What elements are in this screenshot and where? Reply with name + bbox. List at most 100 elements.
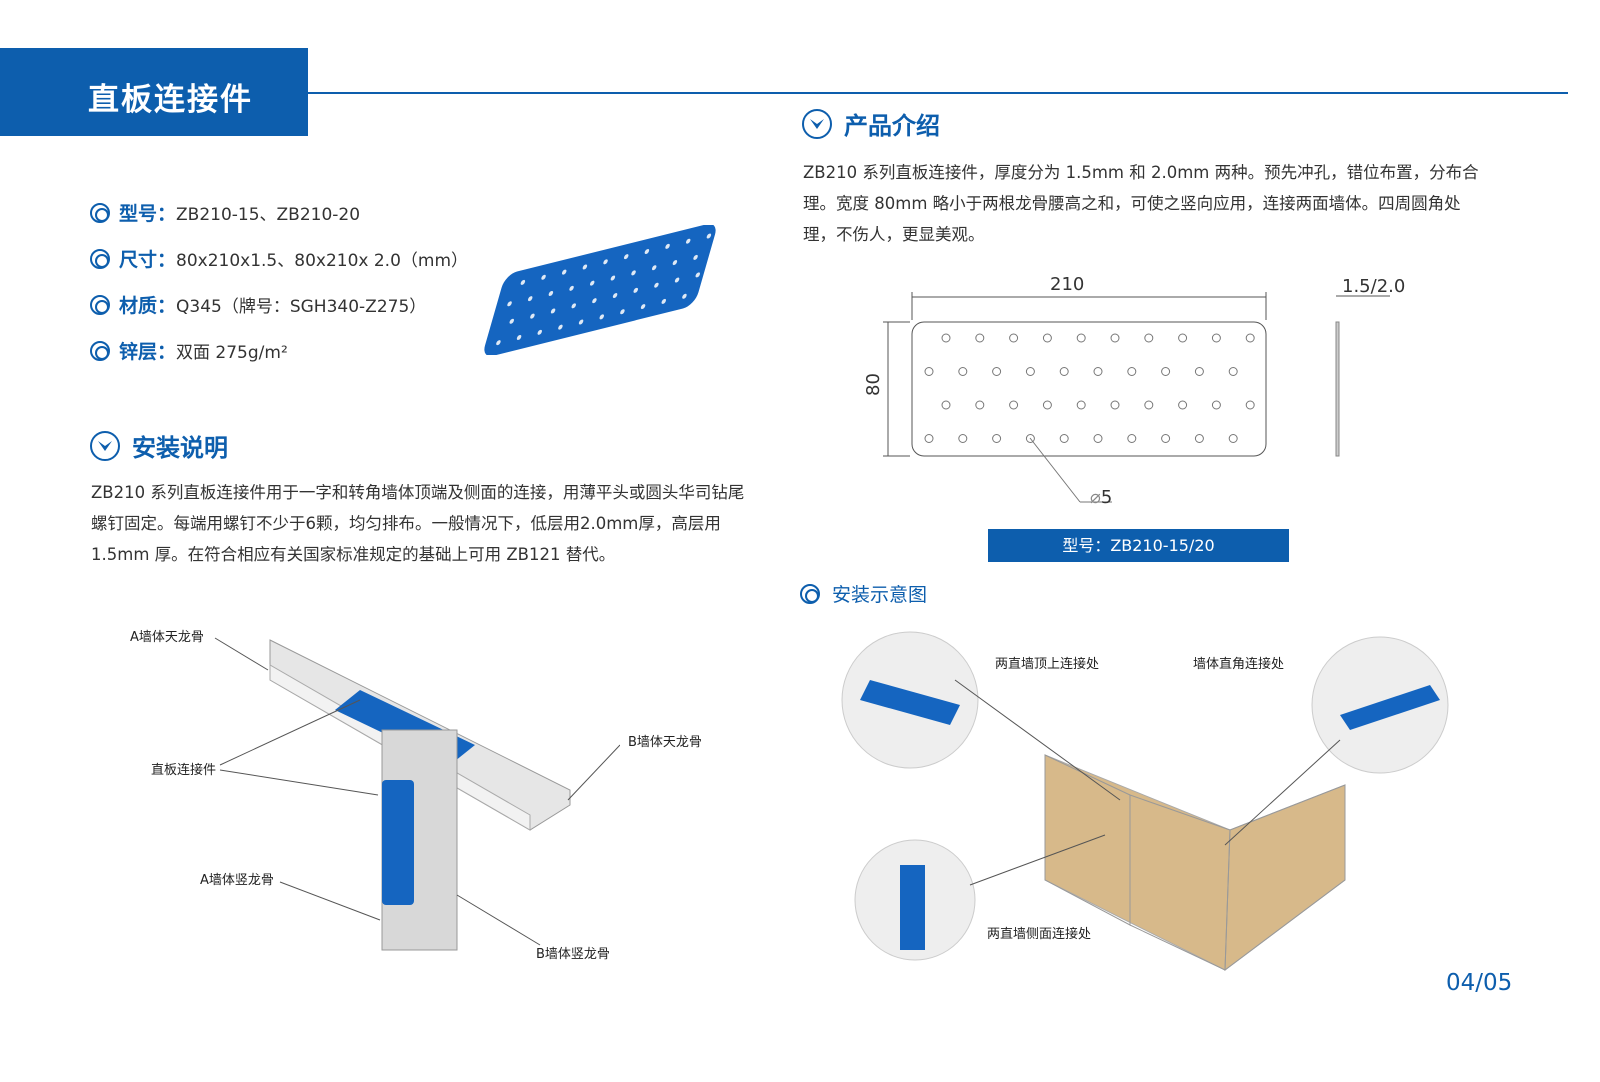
hole (1178, 333, 1188, 343)
intro-text: ZB210 系列直板连接件，厚度分为 1.5mm 和 2.0mm 两种。预先冲孔… (803, 163, 1479, 244)
label-a-top-track: A墙体天龙骨 (130, 630, 204, 645)
schematic-heading: 安装示意图 (800, 580, 927, 607)
hole (516, 334, 522, 340)
hole (1076, 400, 1086, 410)
thickness-dimension: 1.5/2.0 (1342, 276, 1406, 297)
hole (1194, 367, 1204, 376)
label-side-joint: 两直墙侧面连接处 (987, 927, 1092, 942)
hole (558, 324, 563, 330)
hole (612, 293, 618, 299)
hole (1025, 367, 1035, 376)
model-bar: 型号：ZB210-15/20 (988, 529, 1289, 562)
spec-value: 80x210x1.5、80x210x 2.0（mm） (176, 251, 469, 271)
hole (1245, 400, 1255, 410)
spec-key: 尺寸： (119, 249, 177, 271)
hole (682, 293, 687, 299)
hole (1110, 333, 1120, 343)
hole (507, 301, 512, 307)
hole (571, 303, 576, 309)
hole (685, 238, 691, 244)
hole (582, 264, 588, 270)
page-number: 04/05 (1446, 970, 1513, 996)
page-title: 直板连接件 (0, 48, 308, 136)
plate-image (484, 225, 716, 355)
hole (496, 340, 501, 346)
hole (706, 233, 712, 239)
hole (924, 367, 934, 376)
hole (561, 269, 567, 275)
hole (509, 318, 514, 324)
hole (640, 304, 646, 310)
hole (1228, 434, 1238, 443)
hole (1211, 333, 1221, 343)
hole-value: 5 (1100, 487, 1113, 508)
label-connector: 直板连接件 (151, 763, 217, 778)
spec-key: 锌层： (119, 341, 177, 363)
hole (1228, 367, 1238, 376)
hole (941, 333, 951, 343)
hole (620, 309, 625, 315)
hole (541, 274, 546, 280)
hole (1025, 434, 1035, 443)
spec-value: ZB210-15、ZB210-20 (176, 205, 361, 225)
hole (695, 272, 701, 278)
hole (1059, 434, 1069, 443)
ring-icon (90, 294, 110, 315)
hole (654, 282, 659, 288)
ring-icon (800, 583, 820, 604)
spec-material: 材质：Q345（牌号：SGH340-Z275） (90, 291, 426, 318)
hole (672, 260, 678, 266)
heading-text: 安装说明 (132, 434, 228, 462)
hole (1161, 434, 1171, 443)
install-heading: 安装说明 (90, 428, 228, 463)
hole (1059, 367, 1069, 376)
hole (1144, 400, 1154, 410)
label-corner-joint: 墙体直角连接处 (1193, 657, 1285, 672)
label-top-joint: 两直墙顶上连接处 (995, 657, 1100, 672)
hole (958, 434, 968, 443)
hole (674, 277, 680, 283)
hole (1110, 400, 1120, 410)
hole (644, 249, 650, 255)
install-diagram-left (214, 637, 620, 951)
hole (975, 333, 985, 343)
hole (589, 280, 595, 286)
hole (530, 313, 535, 319)
intro-heading: 产品介绍 (802, 106, 940, 141)
spec-size: 尺寸：80x210x1.5、80x210x 2.0（mm） (90, 245, 468, 272)
length-dimension: 210 (1050, 274, 1085, 295)
hole (924, 434, 934, 443)
width-dimension: 80 (862, 373, 884, 396)
hole (1093, 434, 1103, 443)
hole (548, 290, 554, 296)
title-divider (308, 92, 1568, 94)
hole (651, 265, 657, 271)
hole (1076, 333, 1086, 343)
hole (1009, 333, 1019, 343)
spec-key: 型号： (119, 203, 177, 225)
heading-text: 安装示意图 (832, 584, 928, 606)
install-diagram-right (841, 631, 1449, 972)
spec-value: Q345（牌号：SGH340-Z275） (176, 297, 427, 317)
hole (633, 287, 638, 293)
hole (661, 298, 667, 304)
hole (550, 308, 556, 314)
hole (623, 254, 629, 260)
ring-icon (90, 340, 110, 361)
ring-icon (90, 248, 110, 269)
hole (1042, 400, 1052, 410)
hole (992, 434, 1002, 443)
hole (693, 254, 698, 260)
hole (520, 279, 526, 285)
hole (1144, 333, 1154, 343)
label-a-stud: A墙体竖龙骨 (200, 873, 274, 888)
hole (569, 285, 574, 291)
hole (1127, 434, 1137, 443)
chevron-down-icon (90, 430, 120, 461)
hole (578, 319, 584, 325)
hole (1127, 367, 1137, 376)
hole (1093, 367, 1103, 376)
hole (1245, 333, 1255, 343)
hole (1009, 400, 1019, 410)
spec-zinc: 锌层：双面 275g/m² (90, 337, 288, 364)
